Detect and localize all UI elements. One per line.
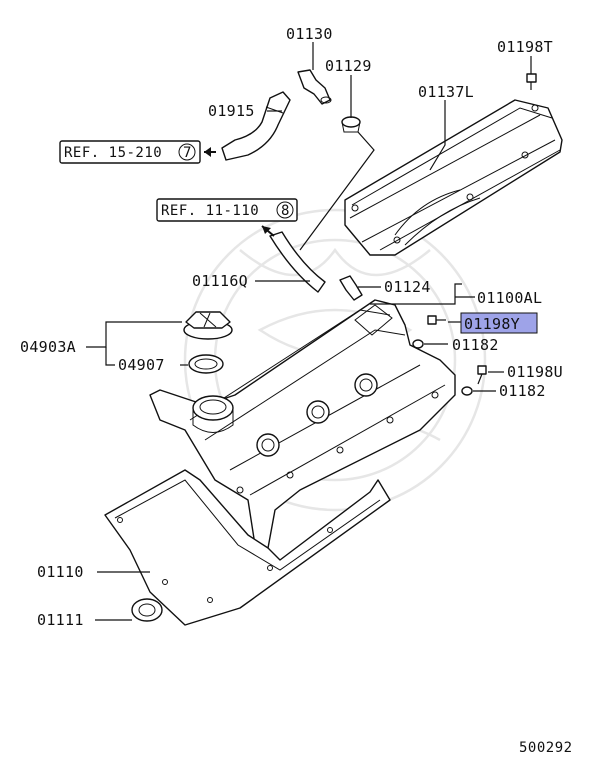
ref-box-11-110[interactable]: REF. 11-110 8 bbox=[156, 198, 298, 222]
oil-cap-gasket-04907[interactable] bbox=[188, 354, 224, 374]
hose-01116Q[interactable] bbox=[269, 231, 326, 293]
grommet-01129[interactable] bbox=[341, 116, 361, 133]
highlight-01198Y bbox=[460, 312, 538, 334]
label-01130[interactable]: 01130 bbox=[286, 25, 333, 43]
label-01129[interactable]: 01129 bbox=[325, 57, 372, 75]
ref-11-110-number: 8 bbox=[281, 203, 290, 219]
bolt-01198T[interactable] bbox=[526, 73, 537, 90]
ref-11-110-text: REF. 11-110 bbox=[161, 203, 259, 219]
ref-box-15-210[interactable]: REF. 15-210 7 bbox=[59, 140, 201, 164]
label-01182-lower[interactable]: 01182 bbox=[499, 382, 546, 400]
diagram-id: 500292 bbox=[519, 740, 573, 756]
washer-01182-a[interactable] bbox=[412, 339, 424, 349]
bolt-01198U[interactable] bbox=[477, 365, 487, 385]
oil-cap-04903A[interactable] bbox=[183, 311, 233, 340]
label-01124[interactable]: 01124 bbox=[384, 278, 431, 296]
hose-01915[interactable] bbox=[221, 91, 291, 161]
label-01915[interactable]: 01915 bbox=[208, 102, 255, 120]
leader-lines bbox=[86, 42, 532, 621]
oil-filler-neck bbox=[192, 395, 234, 433]
valve-cover-01100AL[interactable] bbox=[149, 299, 456, 549]
label-01182-upper[interactable]: 01182 bbox=[452, 336, 499, 354]
ref-15-210-number: 7 bbox=[183, 145, 192, 161]
part-labels: 01130 01129 01198T 01915 01137L 01116Q 0… bbox=[20, 25, 573, 756]
fitting-01124[interactable] bbox=[339, 275, 363, 301]
label-01198Y[interactable]: 01198Y bbox=[464, 315, 520, 333]
label-01110[interactable]: 01110 bbox=[37, 563, 84, 581]
label-01137L[interactable]: 01137L bbox=[418, 83, 474, 101]
rocker-cover-01137L[interactable] bbox=[344, 99, 563, 256]
label-01198T[interactable]: 01198T bbox=[497, 38, 553, 56]
label-04903A[interactable]: 04903A bbox=[20, 338, 76, 356]
fitting-01130[interactable] bbox=[297, 69, 332, 105]
ref-15-210-text: REF. 15-210 bbox=[64, 145, 162, 161]
arrow-left-icon bbox=[204, 147, 216, 157]
label-01116Q[interactable]: 01116Q bbox=[192, 272, 248, 290]
label-01111[interactable]: 01111 bbox=[37, 611, 84, 629]
arrow-up-left-icon bbox=[261, 225, 275, 237]
label-04907[interactable]: 04907 bbox=[118, 356, 165, 374]
gasket-01110[interactable] bbox=[104, 469, 391, 626]
plug-seal-01111[interactable] bbox=[131, 598, 163, 622]
washer-01182-b[interactable] bbox=[461, 386, 473, 396]
label-01100AL[interactable]: 01100AL bbox=[477, 289, 542, 307]
label-01198U[interactable]: 01198U bbox=[507, 363, 563, 381]
bolt-01198Y[interactable] bbox=[427, 315, 446, 325]
